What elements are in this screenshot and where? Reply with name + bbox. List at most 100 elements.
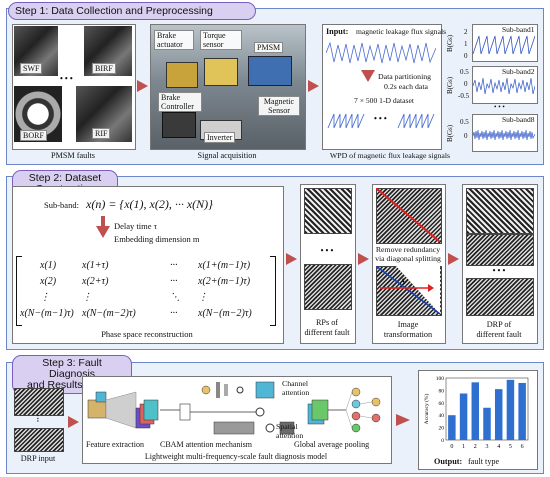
subband2-name: Sub-band2 bbox=[502, 67, 535, 76]
matrix-cell: x(1) bbox=[40, 260, 57, 271]
brake-unit bbox=[166, 62, 198, 88]
arrow-partition bbox=[361, 70, 375, 82]
arrow-rps-transform bbox=[358, 253, 369, 265]
subband2-wave bbox=[473, 77, 535, 95]
output-label: Output: bbox=[434, 457, 463, 466]
channel-label-2: attention bbox=[282, 388, 310, 397]
drp-input-label: DRP input bbox=[20, 454, 56, 463]
model-network-diagram bbox=[87, 381, 381, 435]
gap-label: Global average pooling bbox=[294, 440, 370, 449]
bar bbox=[518, 382, 526, 440]
matrix-cell: x(N−(m−2)τ) bbox=[198, 308, 252, 319]
subband8-tick0: 0.5 bbox=[460, 118, 469, 126]
spatial-label-2: attention bbox=[276, 431, 304, 440]
arrow-embedding bbox=[96, 226, 110, 238]
drp-caption-2: different fault bbox=[476, 330, 522, 339]
matrix-cell: x(1+(m−1)τ) bbox=[198, 260, 251, 271]
raw-signal-wave bbox=[326, 41, 436, 64]
y-tick-label: 20 bbox=[439, 426, 445, 432]
faults-caption: PMSM faults bbox=[51, 151, 95, 160]
subband8-wave bbox=[473, 129, 535, 141]
subband1-plot bbox=[472, 24, 538, 62]
x-tick-label: 5 bbox=[509, 444, 512, 450]
x-tick-label: 2 bbox=[474, 444, 477, 450]
step3-title-line1: Step 3: Fault Diagnosis bbox=[42, 357, 102, 380]
subband1-wave bbox=[473, 35, 535, 55]
bar bbox=[448, 415, 456, 440]
feature-label: Feature extraction bbox=[86, 440, 144, 449]
arrow-phase-rps bbox=[286, 253, 297, 265]
output-text: fault type bbox=[468, 457, 500, 466]
subband1-name: Sub-band1 bbox=[502, 25, 535, 34]
y-axis-label: Accuracy (%) bbox=[423, 393, 430, 424]
drp-image-3 bbox=[466, 278, 534, 316]
phase-space-panel bbox=[12, 186, 284, 344]
x-tick-label: 1 bbox=[462, 444, 465, 450]
bar bbox=[506, 379, 515, 440]
subband2-plot bbox=[472, 66, 538, 104]
model-caption: Lightweight multi-frequency-scale fault … bbox=[144, 452, 328, 461]
phase-caption: Phase space reconstruction bbox=[101, 329, 193, 339]
drp-input-image-1 bbox=[14, 388, 64, 416]
magnetic-sensor-label: Magnetic Sensor bbox=[258, 96, 300, 116]
a-label: A bbox=[400, 277, 406, 286]
remove-label-2: via diagonal splitting bbox=[375, 254, 441, 263]
matrix-cell: ··· bbox=[170, 308, 178, 319]
subband-dots: • • • bbox=[494, 103, 505, 111]
rif-label: RIF bbox=[92, 128, 111, 139]
subband-eq: x(n) = {x(1), x(2), ··· x(N)} bbox=[86, 197, 213, 211]
controller-unit bbox=[162, 112, 196, 138]
subband-eq-label: Sub-band: bbox=[44, 200, 79, 210]
subband8-tick1: 0 bbox=[464, 132, 468, 140]
arrow-faults-rig bbox=[137, 80, 148, 92]
drp-image-1 bbox=[466, 188, 534, 234]
rps-caption-2: different fault bbox=[304, 328, 350, 337]
arrow-input-model bbox=[68, 416, 79, 428]
input-label: Input: bbox=[326, 27, 349, 36]
drp-input-image-2 bbox=[14, 428, 64, 452]
x-tick-label: 4 bbox=[497, 444, 500, 450]
y-tick-label: 0 bbox=[441, 438, 444, 444]
each-label: 0.2s each data bbox=[384, 82, 428, 91]
matrix-cell: x(1+τ) bbox=[82, 260, 109, 271]
subband2-tick1: 0 bbox=[464, 80, 468, 88]
dataset-label: 7 × 500 1-D dataset bbox=[354, 96, 414, 105]
subband2-tick0: 0.5 bbox=[460, 68, 469, 76]
y-tick-label: 40 bbox=[439, 413, 445, 419]
matrix-cell: ··· bbox=[170, 276, 178, 287]
matrix-cell: ⋮ bbox=[82, 292, 92, 303]
embedding-shaft bbox=[101, 216, 105, 228]
subband8-plot bbox=[472, 114, 538, 152]
borf-label: BORF bbox=[20, 130, 47, 141]
bar bbox=[494, 389, 503, 440]
brake-controller-label: Brake Controller bbox=[158, 92, 202, 112]
matrix-bracket-right bbox=[270, 256, 276, 326]
step1-title: Step 1: Data Collection and Preprocessin… bbox=[8, 2, 256, 20]
matrix-cell: x(N−(m−2)τ) bbox=[82, 308, 136, 319]
transform-caption-1: Image bbox=[397, 320, 419, 329]
torque-unit bbox=[204, 58, 238, 86]
subband2-ylabel: B(Gs) bbox=[446, 76, 454, 94]
cbam-label: CBAM attention mechanism bbox=[160, 440, 252, 449]
subband2-tick2: -0.5 bbox=[458, 92, 470, 100]
arrow-model-output bbox=[396, 414, 410, 426]
remove-label-1: Remove redundancy bbox=[375, 245, 441, 254]
signal-caption: WPD of magnetic flux leakage signals bbox=[329, 151, 451, 160]
matrix-cell: ··· bbox=[170, 260, 178, 271]
drp-image-2 bbox=[466, 234, 534, 266]
diagonal-split-line bbox=[376, 188, 440, 242]
matrix-cell: ⋮ bbox=[40, 292, 50, 303]
x-tick-label: 0 bbox=[450, 444, 453, 450]
embedding-label: Embedding dimension m bbox=[114, 234, 200, 244]
rp-image-2 bbox=[304, 264, 352, 310]
spatial-label-1: Spatial bbox=[276, 422, 298, 431]
y-tick-label: 60 bbox=[439, 401, 445, 407]
subband1-tick0: 2 bbox=[464, 28, 468, 36]
drp-dots: • • • bbox=[492, 266, 506, 275]
matrix-cell: x(2+(m−1)τ) bbox=[198, 276, 251, 287]
drp-caption-1: DRP of bbox=[486, 320, 512, 329]
arrow-rig-signal bbox=[308, 80, 319, 92]
rig-caption: Signal acquisition bbox=[197, 151, 257, 160]
embedding-matrix: x(1)x(1+τ)···x(1+(m−1)τ)x(2)x(2+τ)···x(2… bbox=[20, 258, 270, 324]
